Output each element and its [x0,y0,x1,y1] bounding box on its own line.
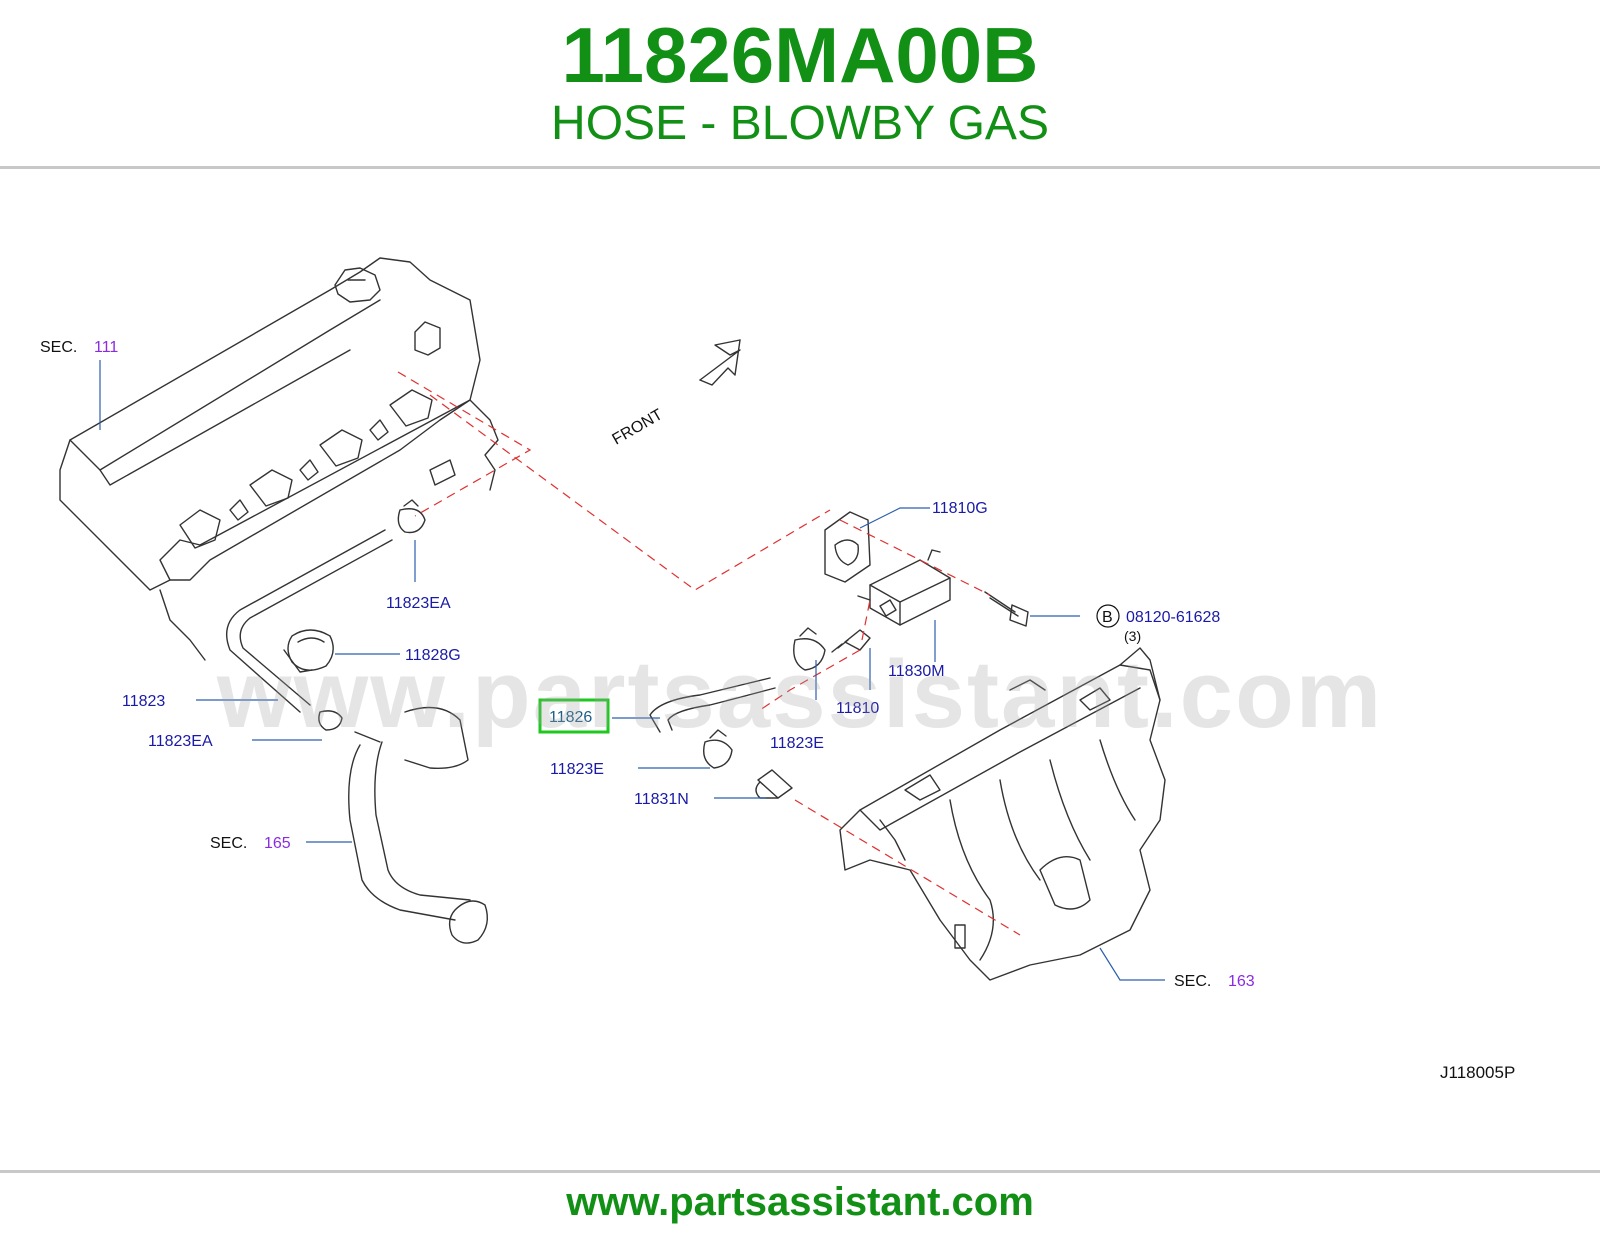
bolt-drawing [984,591,1029,627]
separator-11830m-drawing [857,549,951,626]
sec-111-number[interactable]: 111 [94,339,118,356]
callout-11810g[interactable]: 11810G [932,500,988,517]
bolt-marker-circle [1096,604,1120,628]
hose-11823-drawing [226,529,393,713]
header: 11826MA00B HOSE - BLOWBY GAS [0,0,1600,170]
part-name-subtitle: HOSE - BLOWBY GAS [551,97,1049,150]
hose-11826-drawing [649,677,776,733]
clip-11828g-drawing [283,629,334,673]
figure-code: J118005P [1440,1063,1515,1082]
callout-11828g[interactable]: 11828G [405,647,461,664]
sec-165-prefix: SEC. [210,835,247,852]
callout-11823e-right[interactable]: 11823E [770,735,824,752]
callout-11823[interactable]: 11823 [122,693,165,710]
engine-drawing [59,257,1166,981]
clamp-11823ea-bottom-drawing [318,710,343,731]
callout-11826[interactable]: 11826 [549,709,592,726]
bolt-marker-letter: B [1102,609,1113,626]
callout-11830m[interactable]: 11830M [888,663,945,680]
connector-11831n-drawing [755,769,793,799]
parts-diagram: SEC. 111 FRONT 11810G 11823EA 11828G 118… [0,240,1600,1110]
highlight-box [538,698,610,734]
clamp-11823ea-top-drawing [397,499,426,534]
sec-163-prefix: SEC. [1174,973,1211,990]
leader-lines [99,360,1165,981]
bolt-quantity: (3) [1124,628,1141,644]
pcv-valve-drawing [831,629,871,653]
intake-manifold-drawing [839,647,1166,981]
footer-divider [0,1170,1600,1173]
callout-11810[interactable]: 11810 [836,700,879,717]
cylinder-head-drawing [59,257,499,661]
sec-165-number[interactable]: 165 [264,835,291,852]
assembly-lines [397,371,1021,936]
front-arrow-drawing [699,339,741,386]
callout-11823ea-top[interactable]: 11823EA [386,595,451,612]
header-divider [0,166,1600,169]
water-pipe-drawing [348,706,488,944]
diagram-canvas: SEC. 111 FRONT 11810G 11823EA 11828G 118… [40,257,1515,1082]
gasket-11810g-drawing [824,511,871,583]
sec-163-number[interactable]: 163 [1228,973,1255,990]
sec-111-prefix: SEC. [40,339,77,356]
callout-11823ea-bottom[interactable]: 11823EA [148,733,213,750]
front-label: FRONT [610,406,666,448]
part-number-title: 11826MA00B [561,11,1039,99]
footer-website-link[interactable]: www.partsassistant.com [566,1180,1034,1224]
callout-11823e-left[interactable]: 11823E [550,761,604,778]
callout-11831n[interactable]: 11831N [634,791,689,808]
clamp-11823e-drawing [702,627,826,769]
callout-bolt-part[interactable]: 08120-61628 [1126,609,1220,626]
